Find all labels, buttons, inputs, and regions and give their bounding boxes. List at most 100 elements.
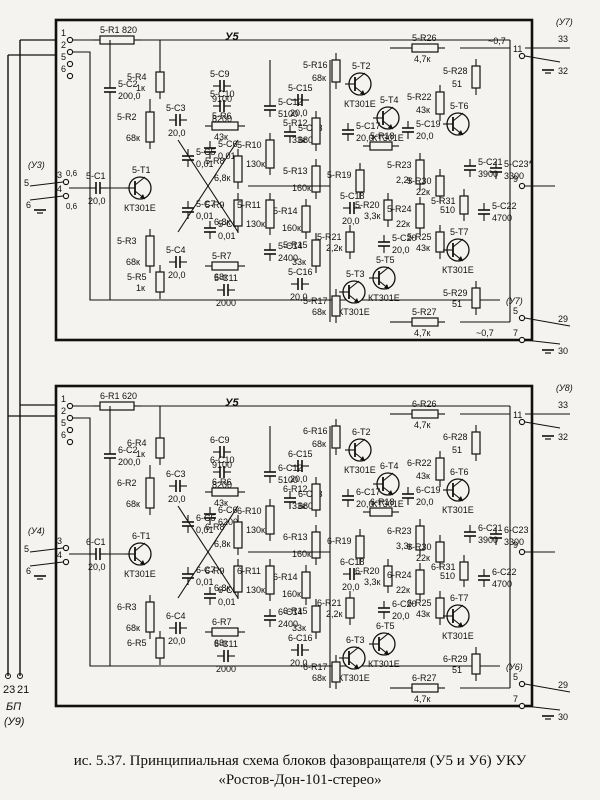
u6-r23-label: 6-R23 [387,526,412,536]
u5-c13-value: 6800 [298,135,318,145]
u6-c18-value: 20,0 [342,582,360,592]
u6-r4-value: 1к [136,449,145,459]
u6-wo2 [524,421,561,429]
u6-c10-label: 6-C10 [210,455,235,465]
u5-pin-1 [66,36,74,44]
u6-t6-label: 6-T6 [450,467,469,477]
u5-r24-value: 22к [396,219,410,229]
u5-r15-value: 33к [292,257,306,267]
u6-pin-3 [62,544,70,552]
u5-t2-arrow [360,90,365,95]
u6-t1-value: КТ301Е [124,569,156,579]
u6-t4-arrow [388,490,393,495]
u5-t7-value: КТ301Е [442,265,474,275]
u6-t1-collector [134,542,146,552]
u5-in-pin-5: 5 [24,178,29,188]
u5-v-a: 0,6 [66,169,78,178]
u6-c14-label: 6-C14 [278,607,303,617]
u5-volt-top: ~0,7 [488,36,506,46]
u6-t4-collector [382,472,394,482]
u6-out-32: 32 [558,432,568,442]
u6-c9-label: 6-C9 [210,435,230,445]
u5-c12-value: 5100 [278,109,298,119]
u5-out-33: 33 [558,34,568,44]
u5-pin-11 [518,52,526,60]
u5-c15-value: 20,0 [290,108,308,118]
u6-r2 [145,477,155,509]
u5-c11-label: 5-C11 [214,273,238,283]
u5-c8-value: 0,01 [218,231,236,241]
u6-out-29: 29 [558,680,568,690]
u6-pin-1-number: 1 [61,394,66,404]
u5-volt-bottom: ~0,7 [476,328,494,338]
u5-r25-value: 43к [416,243,430,253]
u6-r29-value: 51 [452,665,462,675]
u5-t2-label: 5-T2 [352,61,371,71]
u5-c1-label: 5-C1 [86,171,106,181]
u6-r14 [301,571,311,599]
u5-frame [54,18,534,342]
u5-r27-value: 4,7к [414,328,431,338]
u6-c16-value: 20,0 [290,658,308,668]
u6-c8-label: 6-C8 [218,585,238,595]
u6-t2-label: 6-T2 [352,427,371,437]
u6-r25 [435,597,445,619]
u6-t5-label: 6-T5 [376,621,395,631]
u6-r18 [369,507,393,517]
u6-pin-9-number: 9 [513,540,518,550]
u5-c22-label: 5-C22 [492,201,517,211]
u5-t2-value: КТ301Е [344,99,376,109]
u5-r19 [355,169,365,193]
u5-c14-value: 2400 [278,253,298,263]
u5-r29 [471,287,481,309]
u5-r20-label: 5-R20 [355,200,380,210]
u5-r26-label: 5-R26 [412,33,437,43]
power-bus: 23 21 БП (У9) [3,39,56,728]
u5-r20-value: 3,3к [364,211,381,221]
u5-c10-value: 8200 [212,114,232,124]
u6-r24-value: 22к [396,585,410,595]
u5-r5-value: 1к [136,283,145,293]
u5-r11-label: 5-R11 [237,200,261,210]
u6-out-conn-top: (У8) [556,383,573,393]
u6-r17 [331,661,341,683]
u6-r13 [311,531,321,559]
u6-c2-label: 6-C2 [118,445,138,455]
u6-r16-label: 6-R16 [303,426,328,436]
u6-r10-label: 6-R10 [237,506,262,516]
u6-r19 [355,535,365,559]
u5-r21-value: 2,2к [326,243,343,253]
u6-r9-value: 6,8к [214,583,231,593]
u6-t2-collector [354,438,366,448]
u5-wo2 [524,55,561,63]
u6-pin-6a [66,438,74,446]
u5-pin-5b-number: 5 [513,306,518,316]
u6-r1-label: 6-R1 620 [100,391,137,401]
u6-c19-value: 20,0 [416,497,434,507]
u6-c4-label: 6-C4 [166,611,186,621]
u5-c19-value: 20,0 [416,131,434,141]
u6-c1-value: 20,0 [88,562,106,572]
u6-c19-label: 6-C19 [416,485,441,495]
u6-r26 [411,409,439,419]
u5-t7-label: 5-T7 [450,227,469,237]
u6-r8-label: 6-R8 [205,522,225,532]
u5-pin-4 [62,192,70,200]
u6-r9-label: 6-R9 [205,566,225,576]
u5-r22 [435,91,445,115]
u5-r2-label: 5-R2 [117,112,137,122]
u6-c7-value: 0,01 [196,577,214,587]
u6-r31 [459,561,469,581]
u6-c7-label: 6-C7 [196,565,216,575]
u5-r2-value: 68к [126,133,140,143]
u5-r23-label: 5-R23 [387,160,412,170]
u5-input-conn: (У3) [28,160,45,170]
u5-r12-value: 33к [292,135,306,145]
u6-c18-label: 6-C18 [340,557,365,567]
u5-r24-label: 5-R24 [387,204,412,214]
u6-r29 [471,653,481,675]
u6-r4 [155,437,165,459]
u5-c2-value: 200,0 [118,91,141,101]
u5-c8-label: 5-C8 [218,219,238,229]
